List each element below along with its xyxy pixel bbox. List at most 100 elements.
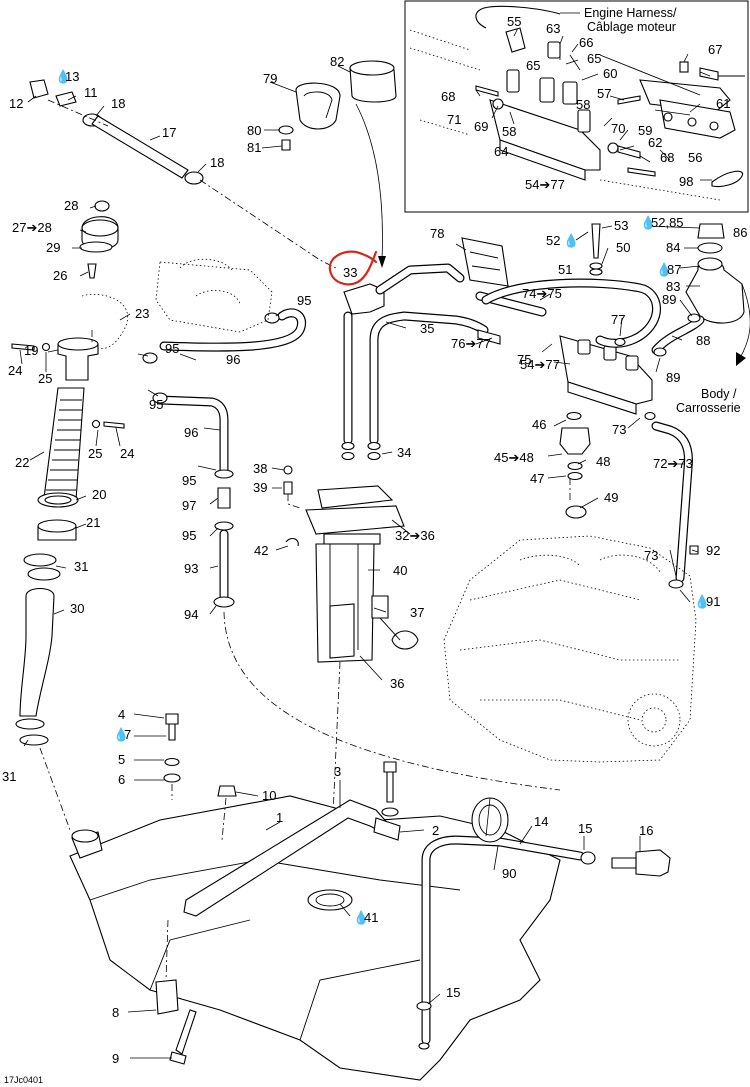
- callout-17: 17: [162, 125, 176, 140]
- callout-24-a: 24: [8, 363, 22, 378]
- callout-30: 30: [70, 601, 84, 616]
- callout-18-b: 18: [210, 155, 224, 170]
- callout-37: 37: [410, 605, 424, 620]
- callout-49: 49: [604, 490, 618, 505]
- drop-41: 💧: [353, 910, 369, 925]
- callout-3: 3: [334, 764, 341, 779]
- callout-60: 60: [603, 66, 617, 81]
- callout-77: 77: [611, 312, 625, 327]
- callout-38: 38: [253, 461, 267, 476]
- callout-34: 34: [397, 445, 411, 460]
- callout-54-77-a: 54➔77: [525, 177, 565, 192]
- callout-9: 9: [112, 1051, 119, 1066]
- callout-83: 83: [666, 279, 680, 294]
- callout-57: 57: [597, 86, 611, 101]
- callout-95-c: 95: [297, 293, 311, 308]
- callout-88: 88: [696, 333, 710, 348]
- callout-56: 56: [688, 150, 702, 165]
- callout-91: 91: [706, 594, 720, 609]
- engine-harness-wire: [475, 5, 561, 29]
- right-assembly: [443, 223, 750, 763]
- callout-40: 40: [393, 563, 407, 578]
- callout-86: 86: [733, 225, 747, 240]
- body-caption-line2: Carrosserie: [676, 401, 741, 415]
- callout-69: 69: [474, 119, 488, 134]
- callout-10: 10: [262, 788, 276, 803]
- callout-6: 6: [118, 772, 125, 787]
- callout-14: 14: [534, 814, 548, 829]
- highlight-circle-33: [328, 250, 378, 286]
- drop-7: 💧: [113, 727, 129, 742]
- callout-96-a: 96: [226, 352, 240, 367]
- filler-assembly: [11, 79, 337, 831]
- callout-90: 90: [502, 866, 516, 881]
- callout-33: 33: [343, 265, 357, 280]
- callout-66: 66: [579, 35, 593, 50]
- callout-41: 41: [364, 910, 378, 925]
- callout-94: 94: [184, 607, 198, 622]
- callout-25-a: 25: [38, 371, 52, 386]
- callout-98: 98: [679, 174, 693, 189]
- callout-1: 1: [276, 810, 283, 825]
- vent-hoses: [142, 308, 561, 791]
- callout-74-75: 74➔75: [522, 286, 562, 301]
- callout-24-b: 24: [120, 446, 134, 461]
- callout-76-77: 76➔77: [451, 336, 491, 351]
- leader-lines: [19, 27, 712, 1059]
- callout-81: 81: [247, 140, 261, 155]
- body-caption-line1: Body /: [701, 387, 737, 401]
- callout-45-48: 45➔48: [494, 450, 534, 465]
- callout-42: 42: [254, 543, 268, 558]
- callout-68-b: 68: [660, 150, 674, 165]
- callout-15-b: 15: [446, 985, 460, 1000]
- callout-95-e: 95: [182, 528, 196, 543]
- engine-ghost: [443, 535, 697, 763]
- callout-73-a: 73: [612, 422, 626, 437]
- center-assembly: [278, 60, 489, 881]
- callout-31-b: 31: [2, 769, 16, 784]
- callout-47: 47: [530, 471, 544, 486]
- callout-63: 63: [546, 21, 560, 36]
- callout-36: 36: [390, 676, 404, 691]
- callout-58-a: 58: [576, 97, 590, 112]
- callout-32-36: 32➔36: [395, 528, 435, 543]
- callout-73-b: 73: [644, 548, 658, 563]
- callout-23: 23: [135, 306, 149, 321]
- drop-87: 💧: [656, 262, 672, 277]
- callout-64: 64: [494, 144, 508, 159]
- callout-67: 67: [708, 42, 722, 57]
- callout-72-73: 72➔73: [653, 456, 693, 471]
- callout-70: 70: [611, 121, 625, 136]
- callout-18-a: 18: [111, 96, 125, 111]
- callout-labels: Engine Harness/ Câblage moteur 55 63 66 …: [2, 6, 747, 1085]
- callout-82: 82: [330, 54, 344, 69]
- drop-52-85: 💧: [640, 215, 656, 230]
- callout-20: 20: [92, 487, 106, 502]
- callout-62: 62: [648, 135, 662, 150]
- callout-61: 61: [716, 96, 730, 111]
- callout-58-b: 58: [502, 124, 516, 139]
- callout-5: 5: [118, 752, 125, 767]
- callout-50: 50: [616, 240, 630, 255]
- callout-54-77-b: 54➔77: [520, 357, 560, 372]
- callout-79: 79: [263, 71, 277, 86]
- callout-80: 80: [247, 123, 261, 138]
- callout-65-b: 65: [587, 51, 601, 66]
- highlight-mark: [328, 250, 378, 286]
- callout-25-b: 25: [88, 446, 102, 461]
- callout-68-a: 68: [441, 89, 455, 104]
- drop-52: 💧: [563, 233, 579, 248]
- callout-89-b: 89: [666, 370, 680, 385]
- callout-39: 39: [253, 480, 267, 495]
- callout-52: 52: [546, 233, 560, 248]
- callout-46: 46: [532, 417, 546, 432]
- callout-26: 26: [53, 268, 67, 283]
- callout-13: 13: [65, 69, 79, 84]
- callout-11: 11: [84, 85, 98, 100]
- throttle-body-ghost: [155, 258, 273, 333]
- callout-95-b: 95: [149, 397, 163, 412]
- callout-65-a: 65: [526, 58, 540, 73]
- callout-95-d: 95: [182, 473, 196, 488]
- callout-87: 87: [667, 262, 681, 277]
